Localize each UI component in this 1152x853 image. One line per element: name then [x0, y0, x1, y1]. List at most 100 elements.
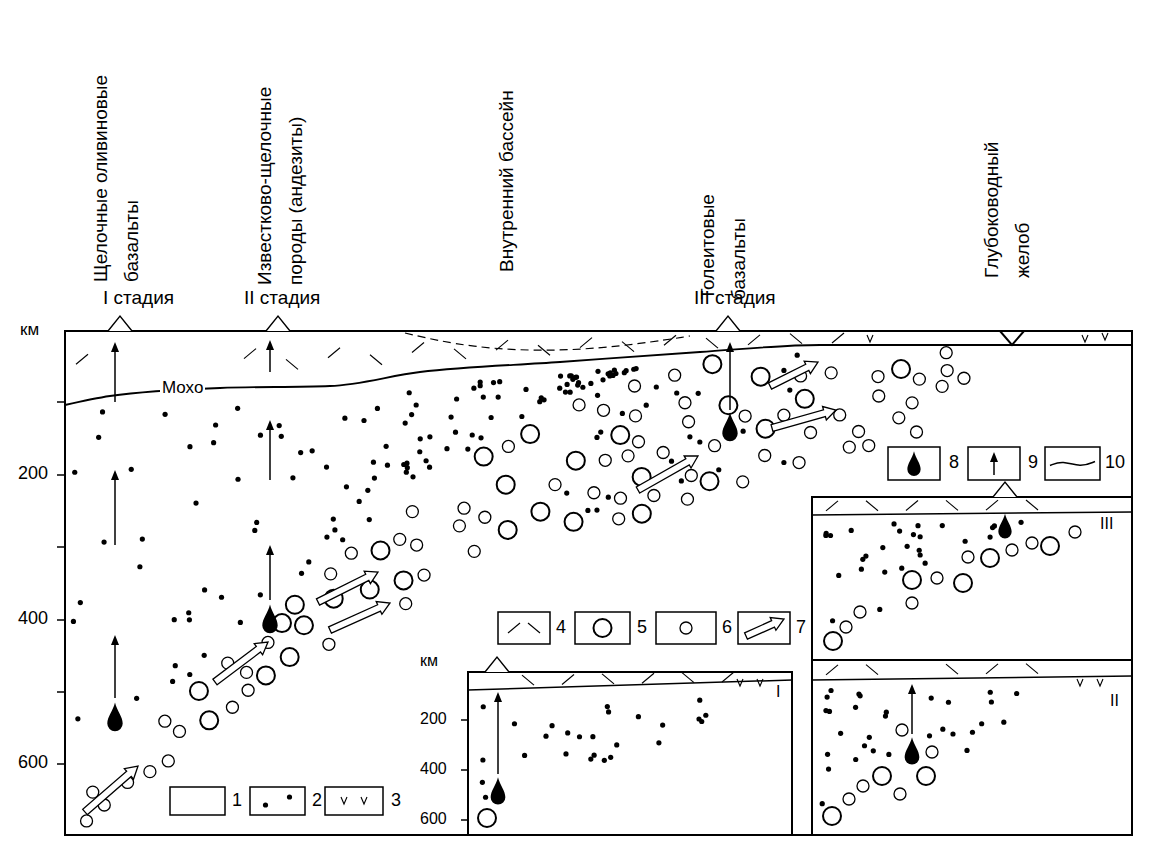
sediment-mark — [1097, 679, 1103, 686]
mantle-dot — [853, 757, 858, 762]
ascent-arrowhead — [990, 452, 998, 462]
flow-arrow — [83, 766, 138, 815]
mantle-dot — [588, 756, 593, 761]
mantle-dot — [235, 477, 240, 482]
mantle-dot — [697, 439, 702, 444]
mantle-dot — [134, 696, 139, 701]
slab-circle — [709, 440, 721, 452]
slab-circle — [418, 569, 430, 581]
mantle-dot — [324, 535, 329, 540]
mantle-dot — [372, 475, 377, 480]
mantle-dot — [595, 369, 600, 374]
mantle-dot — [614, 742, 619, 747]
slab-circle — [894, 788, 906, 800]
legend-box — [656, 612, 716, 644]
mantle-dot — [427, 465, 432, 470]
mantle-dot — [608, 370, 613, 375]
inset-stage-two — [812, 645, 1132, 835]
slab-circle — [911, 426, 923, 438]
slab-circle — [892, 360, 910, 378]
mantle-dot — [963, 539, 968, 544]
mantle-dot — [859, 567, 864, 572]
legend-sample — [1045, 447, 1100, 480]
mantle-dot — [923, 561, 928, 566]
slab-circle — [406, 506, 418, 518]
crust-mark — [1026, 500, 1038, 510]
slab-circle — [226, 701, 238, 713]
slab-circle — [325, 568, 337, 580]
mantle-dot — [988, 690, 993, 695]
crust-mark — [538, 345, 550, 355]
slab-circle — [805, 427, 817, 439]
mantle-dot — [882, 569, 887, 574]
inset-frame — [812, 497, 1132, 660]
mantle-dot — [853, 705, 858, 710]
slab-circle — [295, 616, 313, 634]
mantle-dot — [410, 474, 415, 479]
mantle-dot — [862, 743, 867, 748]
slab-circle — [588, 487, 600, 499]
inset-number: I — [776, 683, 780, 701]
mantle-dot — [543, 734, 548, 739]
mantle-dot — [72, 470, 77, 475]
flow-arrow — [745, 618, 784, 640]
mantle-dot — [588, 381, 593, 386]
mantle-dot — [332, 527, 337, 532]
slab-circle — [531, 503, 549, 521]
mantle-dot — [891, 521, 896, 526]
slab-circle — [840, 621, 852, 633]
slab-circle — [241, 666, 253, 678]
mantle-dot — [849, 528, 854, 533]
sediment-mark — [1102, 333, 1108, 340]
flow-arrow — [636, 456, 698, 493]
mantle-dot — [129, 467, 134, 472]
crust-mark — [1026, 664, 1038, 674]
crust-mark — [580, 338, 592, 348]
flow-arrow — [771, 407, 836, 432]
slab-circle — [190, 682, 208, 700]
slab-circle — [599, 454, 611, 466]
legend-box — [325, 787, 383, 815]
mantle-dot — [600, 377, 605, 382]
mantle-dot — [235, 406, 240, 411]
sediment-mark — [341, 797, 347, 804]
mantle-dot — [585, 508, 590, 513]
legend-number: 1 — [232, 790, 242, 811]
slab-circle — [499, 521, 517, 539]
mantle-dot — [606, 495, 611, 500]
mantle-dot — [669, 459, 674, 464]
mantle-dot — [557, 386, 562, 391]
mantle-dot — [608, 755, 613, 760]
mantle-dot — [254, 520, 259, 525]
slab-circle — [286, 596, 304, 614]
mantle-dot — [187, 617, 192, 622]
slab-circle — [913, 373, 925, 385]
mantle-dot — [480, 757, 485, 762]
mantle-dot — [883, 713, 888, 718]
depth-tick — [57, 546, 65, 548]
legend-number: 7 — [796, 617, 806, 638]
crust-mark — [496, 340, 508, 350]
slab-circle — [281, 648, 299, 666]
slab-circle — [759, 449, 771, 461]
slab-circle — [903, 571, 921, 589]
legend-sample — [498, 612, 550, 644]
stage-label: II стадия — [244, 287, 320, 309]
ascent-arrow — [729, 351, 731, 410]
basin-fill — [405, 333, 690, 350]
slab-circle — [906, 597, 918, 609]
slab-circle — [159, 715, 171, 727]
slab-circle — [824, 632, 842, 650]
crust-mark — [412, 343, 424, 353]
depth-value: 200 — [18, 463, 48, 484]
moho-label: Мохо — [160, 378, 205, 398]
slab-circle — [679, 397, 691, 409]
mantle-dot — [342, 416, 347, 421]
slab-circle — [796, 390, 814, 408]
slab-circle — [737, 476, 749, 488]
ascent-arrowhead — [266, 545, 274, 555]
mantle-dot — [917, 548, 922, 553]
sediment-mark — [867, 335, 873, 342]
depth-tick — [57, 619, 65, 621]
slab-circle — [594, 619, 612, 637]
